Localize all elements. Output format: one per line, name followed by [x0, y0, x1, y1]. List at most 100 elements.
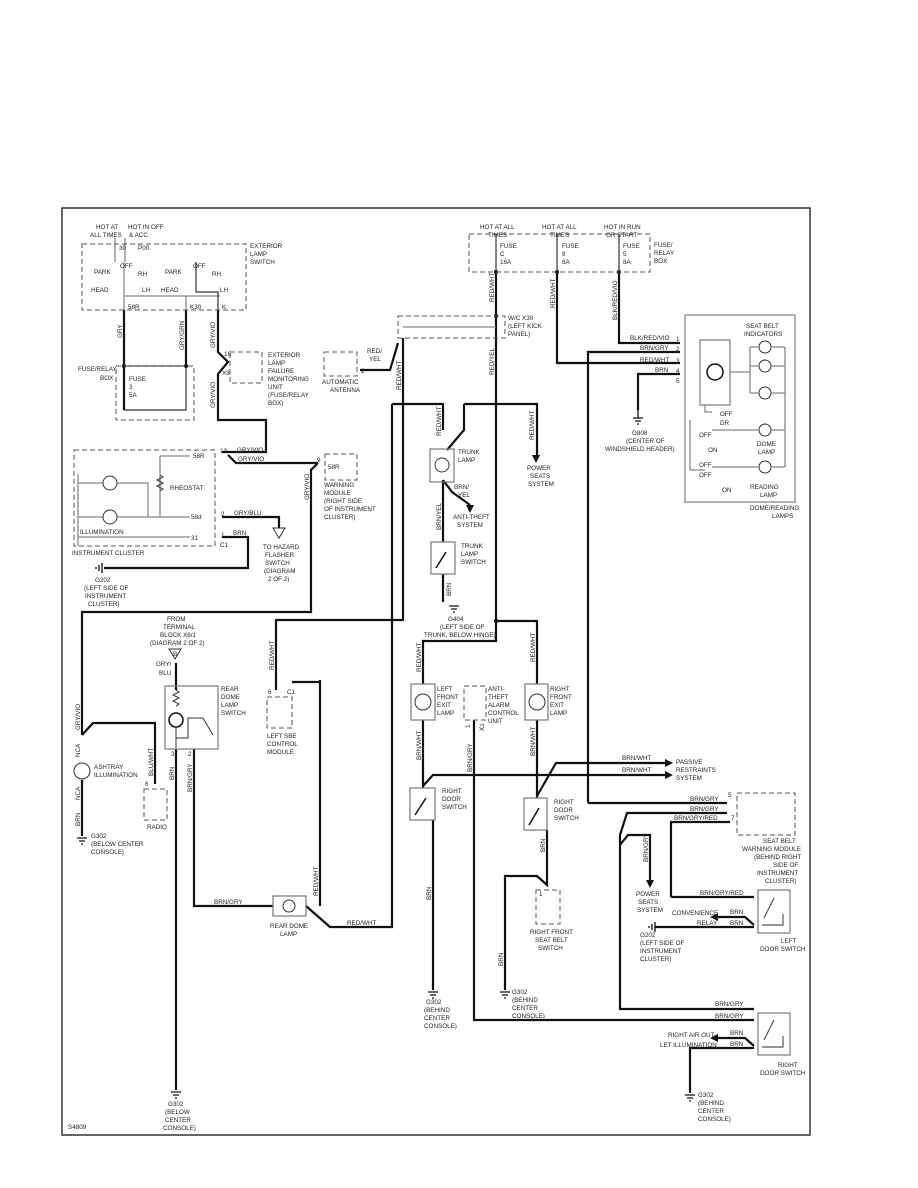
figure-id: S4809 [68, 1124, 87, 1131]
component-label: SYSTEM [528, 481, 554, 488]
position-label: OFF [699, 462, 712, 469]
position-label: RH [212, 271, 222, 278]
pin-label: 3 [171, 751, 175, 758]
component-label: FUSE/RELAY [78, 366, 118, 373]
switch-icon [528, 807, 540, 826]
fuse-label: 5 [623, 251, 627, 258]
ground-label: G202 [640, 932, 656, 939]
component-label: LAMP [250, 251, 267, 258]
splice-label: (LEFT KICK [508, 323, 543, 330]
lamp-icons [689, 340, 786, 474]
component-label: LAMP [550, 710, 567, 717]
component-label: CLUSTER) [765, 878, 797, 885]
pin-label: 30 [119, 245, 127, 252]
wire-label: BRN/GRY [467, 743, 474, 772]
component-label: RIGHT FRONT [530, 929, 573, 936]
component-label: SEAT BELT [763, 838, 796, 845]
component-label: DOME [757, 441, 776, 448]
connector-letter: B [173, 651, 177, 658]
pin-label: 13 [220, 448, 228, 455]
exterior-lamp-switch-box [81, 243, 247, 311]
trunk-lamp-box [429, 448, 455, 483]
transistor-module [699, 339, 731, 406]
wire-label: BRN [75, 812, 82, 826]
wire-label: GRY/VIO [237, 447, 263, 454]
warning-module-box [324, 453, 358, 481]
rear-dome-lamp-box [272, 895, 307, 917]
component-label: TRUNK [461, 543, 483, 550]
wire-label: GRY [117, 324, 124, 338]
switch-icon [435, 551, 447, 569]
left-door-switch-box [757, 889, 791, 934]
wire-label: RED/WHT [269, 640, 276, 670]
pin-label: 6 [268, 689, 272, 696]
position-label: RH [138, 271, 148, 278]
wire-label: GRY/VIO [304, 474, 311, 500]
component-label: SWITCH [554, 815, 579, 822]
component-label: LAMP [758, 449, 775, 456]
component-label: (FUSE/RELAY [268, 392, 310, 399]
pin-label: K30 [190, 304, 202, 311]
wire-label: BRN/GRY [715, 1013, 744, 1020]
component-label: LEFT SBE [267, 733, 297, 740]
fuse-label: 9 [562, 251, 566, 258]
rheostat-icon [155, 474, 165, 492]
fuse-label: C [500, 251, 505, 258]
dome-reading-lamps-box [684, 314, 796, 503]
component-label: DOOR [442, 796, 461, 803]
component-label: SEAT BELT [746, 323, 779, 330]
pin-label: 1 [221, 532, 225, 539]
component-label: POWER [527, 465, 551, 472]
ground-label: (LEFT SIDE OF [84, 585, 128, 592]
pin-label: 4 [676, 368, 680, 375]
illumination-lamp-icon [102, 509, 118, 525]
ground-label: G302 [512, 989, 528, 996]
position-label: ON [708, 447, 718, 454]
power-label: TIMES [550, 232, 569, 239]
component-label: INDICATORS [744, 331, 782, 338]
component-label: RIGHT [554, 799, 574, 806]
component-label: BOX) [268, 400, 283, 407]
component-label: BOX [654, 258, 668, 265]
component-label: CONTROL [488, 710, 519, 717]
switch-icon [414, 797, 427, 816]
ground-label: (BELOW [165, 1109, 190, 1116]
ground-label: CONSOLE) [512, 1013, 545, 1020]
power-label: & ACC [129, 232, 148, 239]
ground-label: CLUSTER) [88, 601, 120, 608]
ground-label: CENTER [424, 1015, 450, 1022]
position-label: HEAD [91, 287, 109, 294]
trunk-lamp-icon [434, 457, 450, 473]
ground-label: G808 [632, 430, 648, 437]
component-label: THEFT [488, 694, 508, 701]
power-label: ALL TIMES [90, 232, 122, 239]
ground-label: CONSOLE) [424, 1023, 457, 1030]
component-label: LET ILLUMINATION [660, 1042, 717, 1049]
wire-label: GRY/ [156, 661, 172, 668]
wire-label: BRN/WHT [530, 726, 537, 756]
component-label: LAMP [268, 360, 285, 367]
switch-icon [762, 1019, 784, 1048]
component-label: LAMPS [772, 513, 793, 520]
component-label: ANTENNA [330, 387, 361, 394]
wire-label: GRY/BLU [234, 510, 262, 517]
component-label: EXIT [550, 702, 564, 709]
component-label: LEFT [781, 938, 797, 945]
wire-label: GRY/VIO [210, 322, 217, 348]
wire-label: BLU [159, 670, 172, 677]
wire-label: BRN/ [454, 484, 469, 491]
reference-label: BLOCK X6/1 [160, 632, 197, 639]
component-label: SEAT BELT [535, 937, 568, 944]
wire-label: BRN [730, 909, 744, 916]
power-label: HOT AT ALL [480, 224, 515, 231]
pin-label: 2 [221, 511, 225, 518]
pin-label: 9 [317, 457, 321, 464]
right-door-switch-c-box [757, 1012, 791, 1056]
rear-dome-switch-internals [171, 689, 214, 748]
fuse-label: 5A [129, 392, 138, 399]
pin-label: 1 [676, 336, 680, 343]
component-label: UNIT [268, 384, 283, 391]
rear-dome-lamp-switch-box [164, 685, 219, 750]
fuse-relay-box-left [115, 365, 195, 421]
component-label: FRONT [437, 694, 459, 701]
